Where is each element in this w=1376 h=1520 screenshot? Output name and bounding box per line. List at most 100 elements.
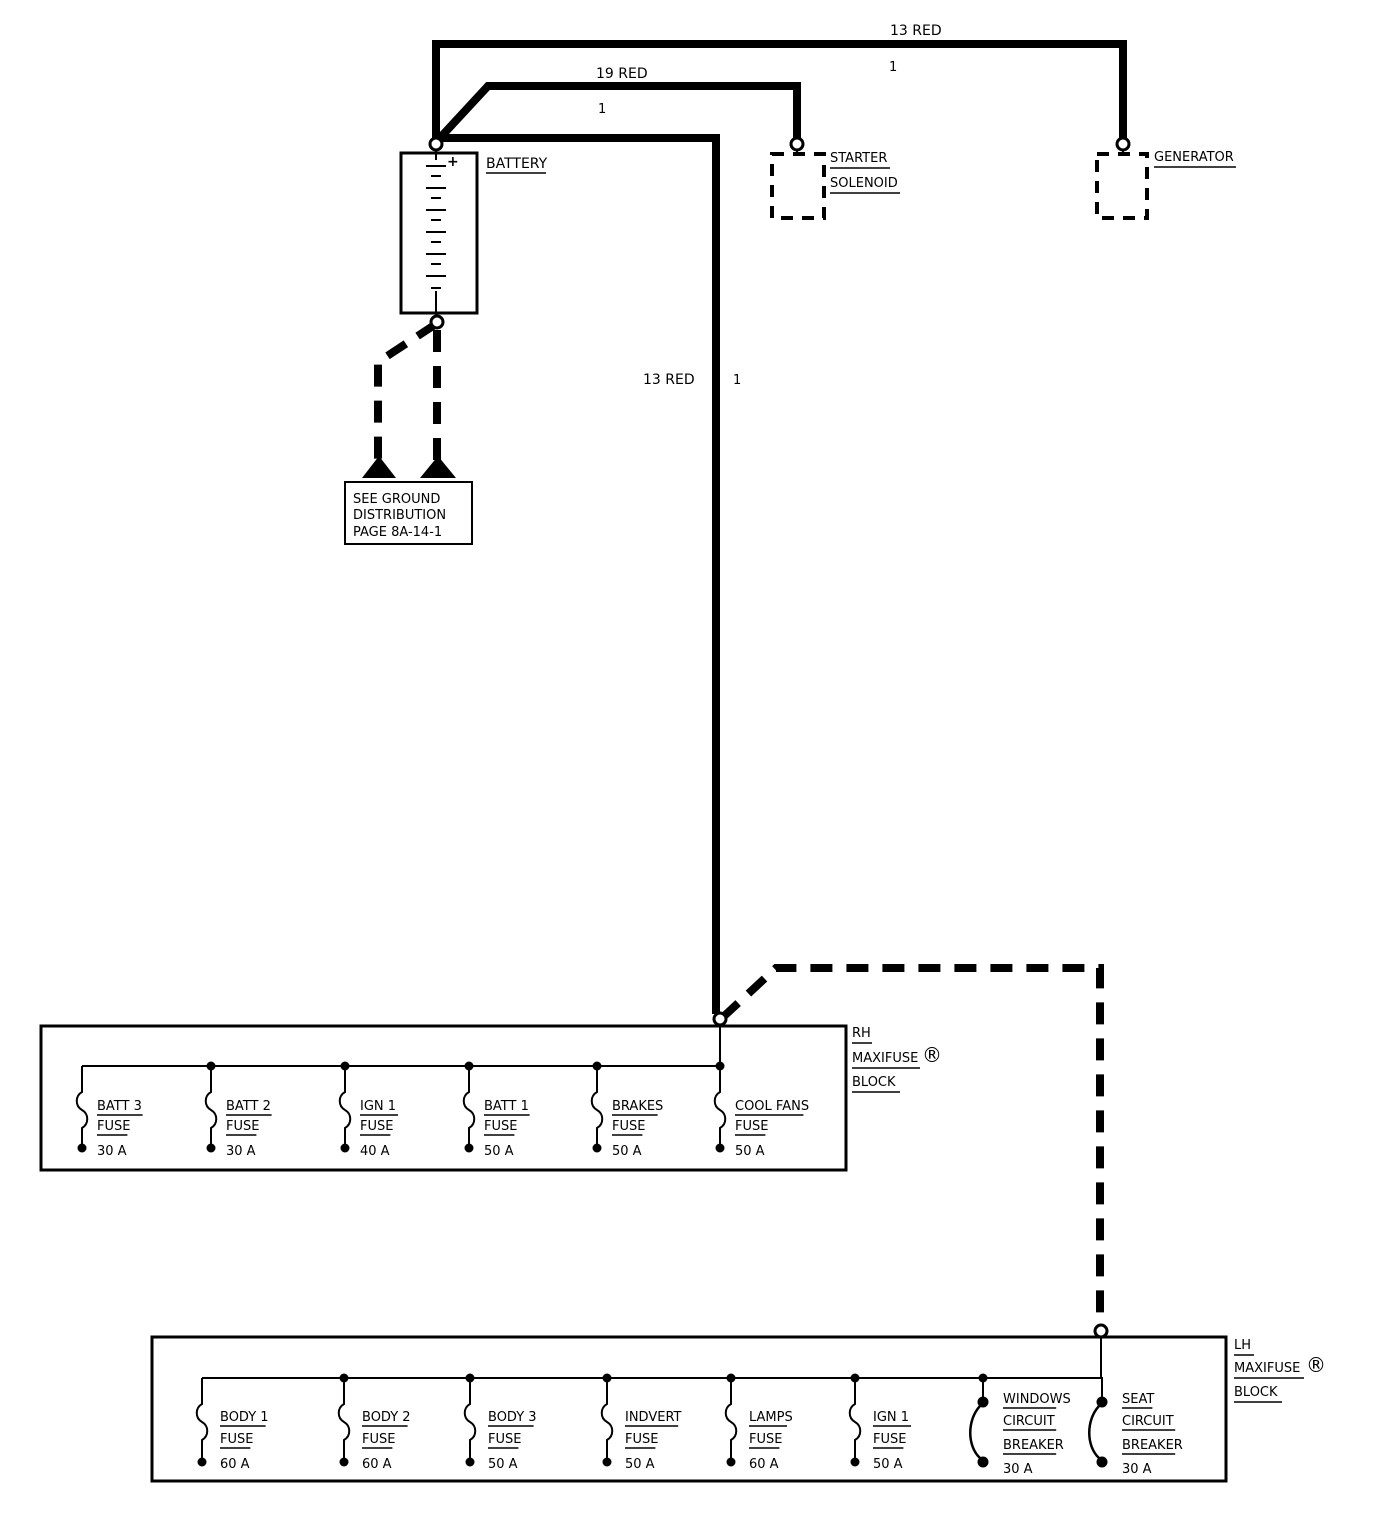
rh-fuse-rating: 40 A xyxy=(360,1144,390,1159)
lh-fuse-item: BODY 3 FUSE 50 A xyxy=(463,1373,537,1472)
lh-fuse-name: LAMPS xyxy=(749,1410,793,1425)
rh-title-line3: BLOCK xyxy=(852,1075,896,1090)
lh-fuse-list: BODY 1 FUSE 60 A BODY 2 FUSE 60 A BODY 3 FUSE 50… xyxy=(195,1373,911,1472)
starter-feed-wire xyxy=(435,82,801,143)
rh-fuse-rating: 50 A xyxy=(612,1144,642,1159)
lh-fuse-name: INDVERT xyxy=(625,1410,682,1425)
rh-fuse-rating: 30 A xyxy=(226,1144,256,1159)
starter-wire-label: 19 RED xyxy=(596,66,648,82)
ground-reference-box xyxy=(344,481,473,545)
lh-breaker-line2: CIRCUIT xyxy=(1003,1414,1055,1429)
lh-fuse-type: FUSE xyxy=(873,1432,906,1447)
rh-fuse-name: BATT 1 xyxy=(484,1099,529,1114)
rh-fuse-type: FUSE xyxy=(97,1119,130,1134)
rh-fuse-name: IGN 1 xyxy=(360,1099,396,1114)
starter-label-line1: STARTER xyxy=(830,151,887,166)
battery-plus-sign: + xyxy=(447,154,459,170)
lh-fuse-name: BODY 2 xyxy=(362,1410,411,1425)
generator-feed-wire xyxy=(432,40,1127,140)
starter-wire-circuit: 1 xyxy=(598,102,606,117)
lh-fuse-name: BODY 3 xyxy=(488,1410,537,1425)
generator-label: GENERATOR xyxy=(1154,150,1234,165)
lh-fuse-type: FUSE xyxy=(749,1432,782,1447)
rh-fuse-list: BATT 3 FUSE 30 A BATT 2 FUSE 30 A IGN 1 FUSE 40 … xyxy=(75,1061,809,1159)
ground-ref-line1: SEE GROUND xyxy=(353,492,440,507)
battery-label: BATTERY xyxy=(486,156,548,172)
starter-terminal xyxy=(789,136,805,152)
lh-fuse-item: LAMPS FUSE 60 A xyxy=(724,1373,793,1472)
lh-breaker-line3: BREAKER xyxy=(1122,1438,1183,1453)
lh-fuse-item: BODY 2 FUSE 60 A xyxy=(337,1373,411,1472)
ground-icon xyxy=(362,456,396,478)
lh-fuse-rating: 60 A xyxy=(362,1457,392,1472)
generator-wire-circuit: 1 xyxy=(889,60,897,75)
rh-fuse-name: COOL FANS xyxy=(735,1099,809,1114)
ground-ref-line2: DISTRIBUTION xyxy=(353,508,446,523)
rh-to-lh-dashed-wire xyxy=(719,964,1104,1322)
lh-fuse-name: BODY 1 xyxy=(220,1410,269,1425)
lh-breaker-item: SEAT CIRCUIT BREAKER 30 A xyxy=(1088,1378,1183,1477)
rh-fuse-type: FUSE xyxy=(735,1119,768,1134)
ground-wires xyxy=(362,320,456,478)
lh-maxifuse-block xyxy=(150,1335,1228,1483)
lh-breaker-line1: SEAT xyxy=(1122,1392,1154,1407)
lh-fuse-rating: 60 A xyxy=(749,1457,779,1472)
rh-fuse-type: FUSE xyxy=(612,1119,645,1134)
rh-fuse-item: BATT 3 FUSE 30 A xyxy=(75,1066,143,1159)
lh-title-line2: MAXIFUSE xyxy=(1234,1361,1300,1376)
rh-block-input-terminal xyxy=(712,1011,728,1027)
battery-symbol xyxy=(399,148,479,320)
rh-title-line1: RH xyxy=(852,1026,871,1041)
lh-fuse-type: FUSE xyxy=(488,1432,521,1447)
rh-title-line2: MAXIFUSE xyxy=(852,1051,918,1066)
rh-fuse-rating: 30 A xyxy=(97,1144,127,1159)
lh-breaker-line2: CIRCUIT xyxy=(1122,1414,1174,1429)
lh-title-line1: LH xyxy=(1234,1338,1251,1353)
lh-fuse-type: FUSE xyxy=(220,1432,253,1447)
lh-title-line3: BLOCK xyxy=(1234,1385,1278,1400)
generator-box xyxy=(1095,152,1149,220)
rh-fuse-type: FUSE xyxy=(484,1119,517,1134)
lh-breaker-rating: 30 A xyxy=(1003,1462,1033,1477)
rh-fuse-name: BRAKES xyxy=(612,1099,663,1114)
starter-label-line2: SOLENOID xyxy=(830,176,898,191)
rh-fuse-type: FUSE xyxy=(360,1119,393,1134)
rh-fuse-rating: 50 A xyxy=(484,1144,514,1159)
rh-feed-wire-label: 13 RED xyxy=(643,372,695,388)
lh-breaker-line3: BREAKER xyxy=(1003,1438,1064,1453)
rh-fuse-item: IGN 1 FUSE 40 A xyxy=(338,1061,398,1159)
lh-breaker-rating: 30 A xyxy=(1122,1462,1152,1477)
generator-wire-label: 13 RED xyxy=(890,23,942,39)
rh-fuse-item: BATT 2 FUSE 30 A xyxy=(204,1061,272,1159)
rh-fuse-name: BATT 2 xyxy=(226,1099,271,1114)
lh-fuse-item: IGN 1 FUSE 50 A xyxy=(848,1373,911,1472)
rh-block-feed-wire xyxy=(440,134,720,1014)
rh-maxifuse-block xyxy=(39,1024,848,1172)
rh-fuse-item: COOL FANS FUSE 50 A xyxy=(713,1061,809,1159)
ground-ref-line3: PAGE 8A-14-1 xyxy=(353,525,442,540)
lh-breaker-list: WINDOWS CIRCUIT BREAKER 30 A SEAT CIRCUIT BREA… xyxy=(969,1373,1183,1477)
lh-fuse-rating: 50 A xyxy=(873,1457,903,1472)
battery-positive-terminal xyxy=(428,136,444,152)
lh-fuse-name: IGN 1 xyxy=(873,1410,909,1425)
lh-fuse-item: BODY 1 FUSE 60 A xyxy=(195,1378,269,1472)
lh-fuse-rating: 50 A xyxy=(625,1457,655,1472)
generator-terminal xyxy=(1115,136,1131,152)
lh-fuse-type: FUSE xyxy=(362,1432,395,1447)
rh-registered-mark: ® xyxy=(922,1043,942,1067)
lh-fuse-rating: 50 A xyxy=(488,1457,518,1472)
lh-registered-mark: ® xyxy=(1306,1353,1326,1377)
lh-fuse-rating: 60 A xyxy=(220,1457,250,1472)
lh-block-input-terminal xyxy=(1093,1323,1109,1339)
lh-breaker-line1: WINDOWS xyxy=(1003,1392,1071,1407)
ground-icon xyxy=(420,456,456,478)
rh-fuse-type: FUSE xyxy=(226,1119,259,1134)
rh-feed-wire-circuit: 1 xyxy=(733,373,741,388)
rh-fuse-item: BATT 1 FUSE 50 A xyxy=(462,1061,530,1159)
rh-fuse-rating: 50 A xyxy=(735,1144,765,1159)
starter-solenoid-box xyxy=(770,152,826,220)
battery-negative-terminal xyxy=(429,314,445,330)
rh-fuse-name: BATT 3 xyxy=(97,1099,142,1114)
